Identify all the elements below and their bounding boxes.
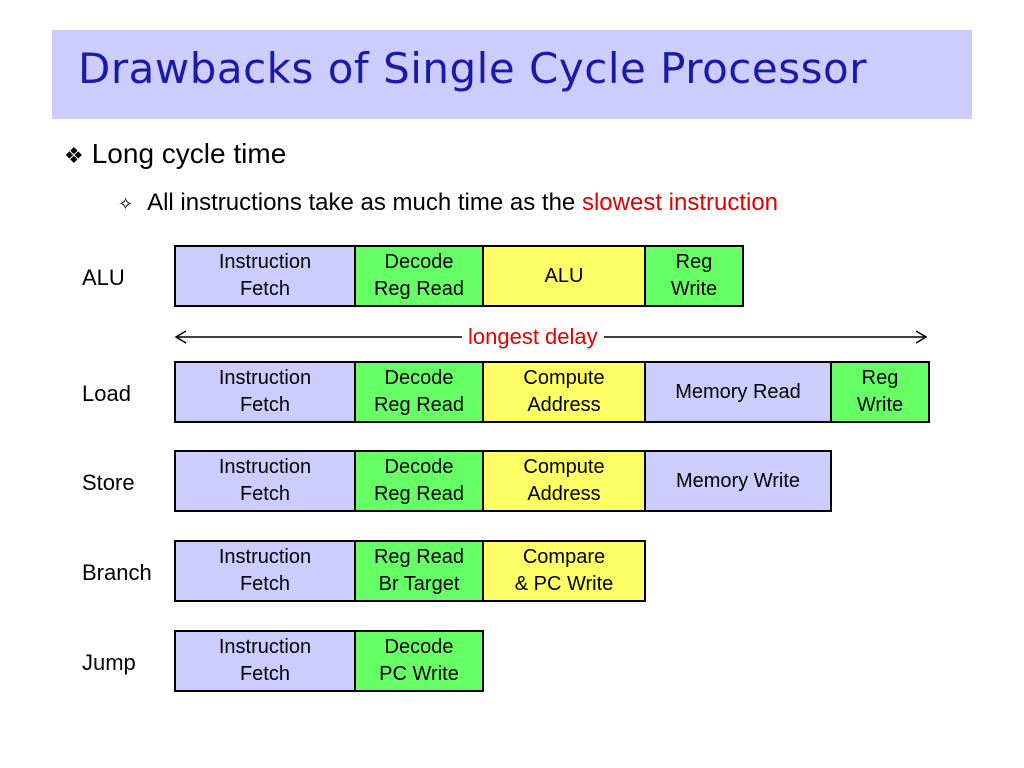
stage-box: Decode Reg Read — [354, 450, 484, 512]
stage-box: ALU — [482, 245, 646, 307]
bullet-level1: ❖ Long cycle time — [64, 138, 286, 170]
stage-box: Compute Address — [482, 450, 646, 512]
stage-box: Compute Address — [482, 361, 646, 423]
stage-box: Instruction Fetch — [174, 450, 356, 512]
longest-delay-label: longest delay — [462, 324, 604, 350]
row-label-branch: Branch — [82, 560, 152, 585]
stage-box: Reg Write — [830, 361, 930, 423]
stage-box: Decode Reg Read — [354, 245, 484, 307]
stage-box: Memory Write — [644, 450, 832, 512]
stage-box: Instruction Fetch — [174, 540, 356, 602]
stage-box: Reg Read Br Target — [354, 540, 484, 602]
bullet-level2-text: All instructions take as much time as th… — [147, 189, 576, 216]
stage-box: Reg Write — [644, 245, 744, 307]
row-label-store: Store — [82, 470, 135, 495]
row-label-alu: ALU — [82, 265, 125, 290]
title-bar: Drawbacks of Single Cycle Processor — [52, 30, 972, 119]
stage-box: Memory Read — [644, 361, 832, 423]
bullet-level2-highlight: slowest instruction — [581, 189, 779, 216]
stage-box: Instruction Fetch — [174, 630, 356, 692]
stage-box: Instruction Fetch — [174, 361, 356, 423]
stage-box: Decode Reg Read — [354, 361, 484, 423]
row-label-load: Load — [82, 381, 131, 406]
star-bullet-icon: ✧ — [118, 194, 134, 215]
bullet-level1-text: Long cycle time — [91, 138, 287, 169]
bullet-level2: ✧ All instructions take as much time as t… — [118, 189, 778, 217]
stage-box: Instruction Fetch — [174, 245, 356, 307]
row-label-jump: Jump — [82, 650, 136, 675]
diamond-bullet-icon: ❖ — [64, 144, 84, 169]
slide-title: Drawbacks of Single Cycle Processor — [78, 44, 867, 93]
stage-box: Compare & PC Write — [482, 540, 646, 602]
stage-box: Decode PC Write — [354, 630, 484, 692]
